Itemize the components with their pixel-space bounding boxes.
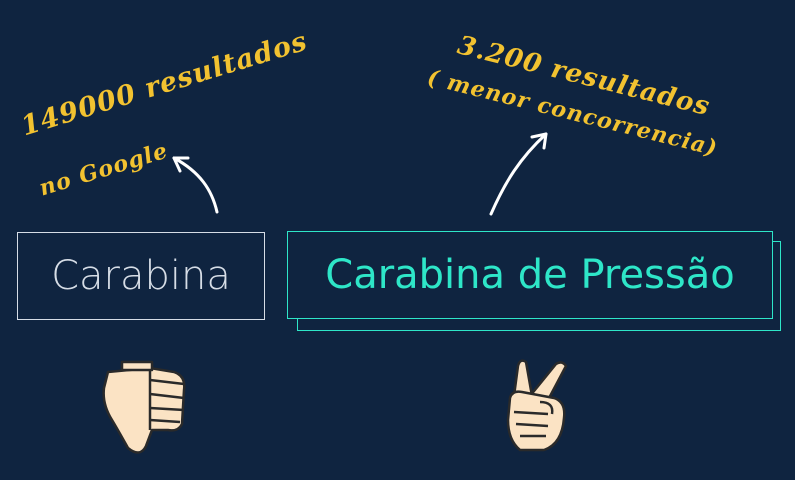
- thumbs-down-icon: [102, 360, 186, 454]
- victory-hand-icon: [506, 359, 568, 452]
- long-tail-keyword-box: Carabina de Pressão: [287, 231, 773, 319]
- long-tail-keyword-label: Carabina de Pressão: [325, 252, 735, 298]
- broad-keyword-box: Carabina: [17, 232, 265, 320]
- right-arrow-icon: [489, 132, 548, 216]
- broad-keyword-label: Carabina: [51, 253, 231, 299]
- left-arrow-icon: [172, 156, 219, 214]
